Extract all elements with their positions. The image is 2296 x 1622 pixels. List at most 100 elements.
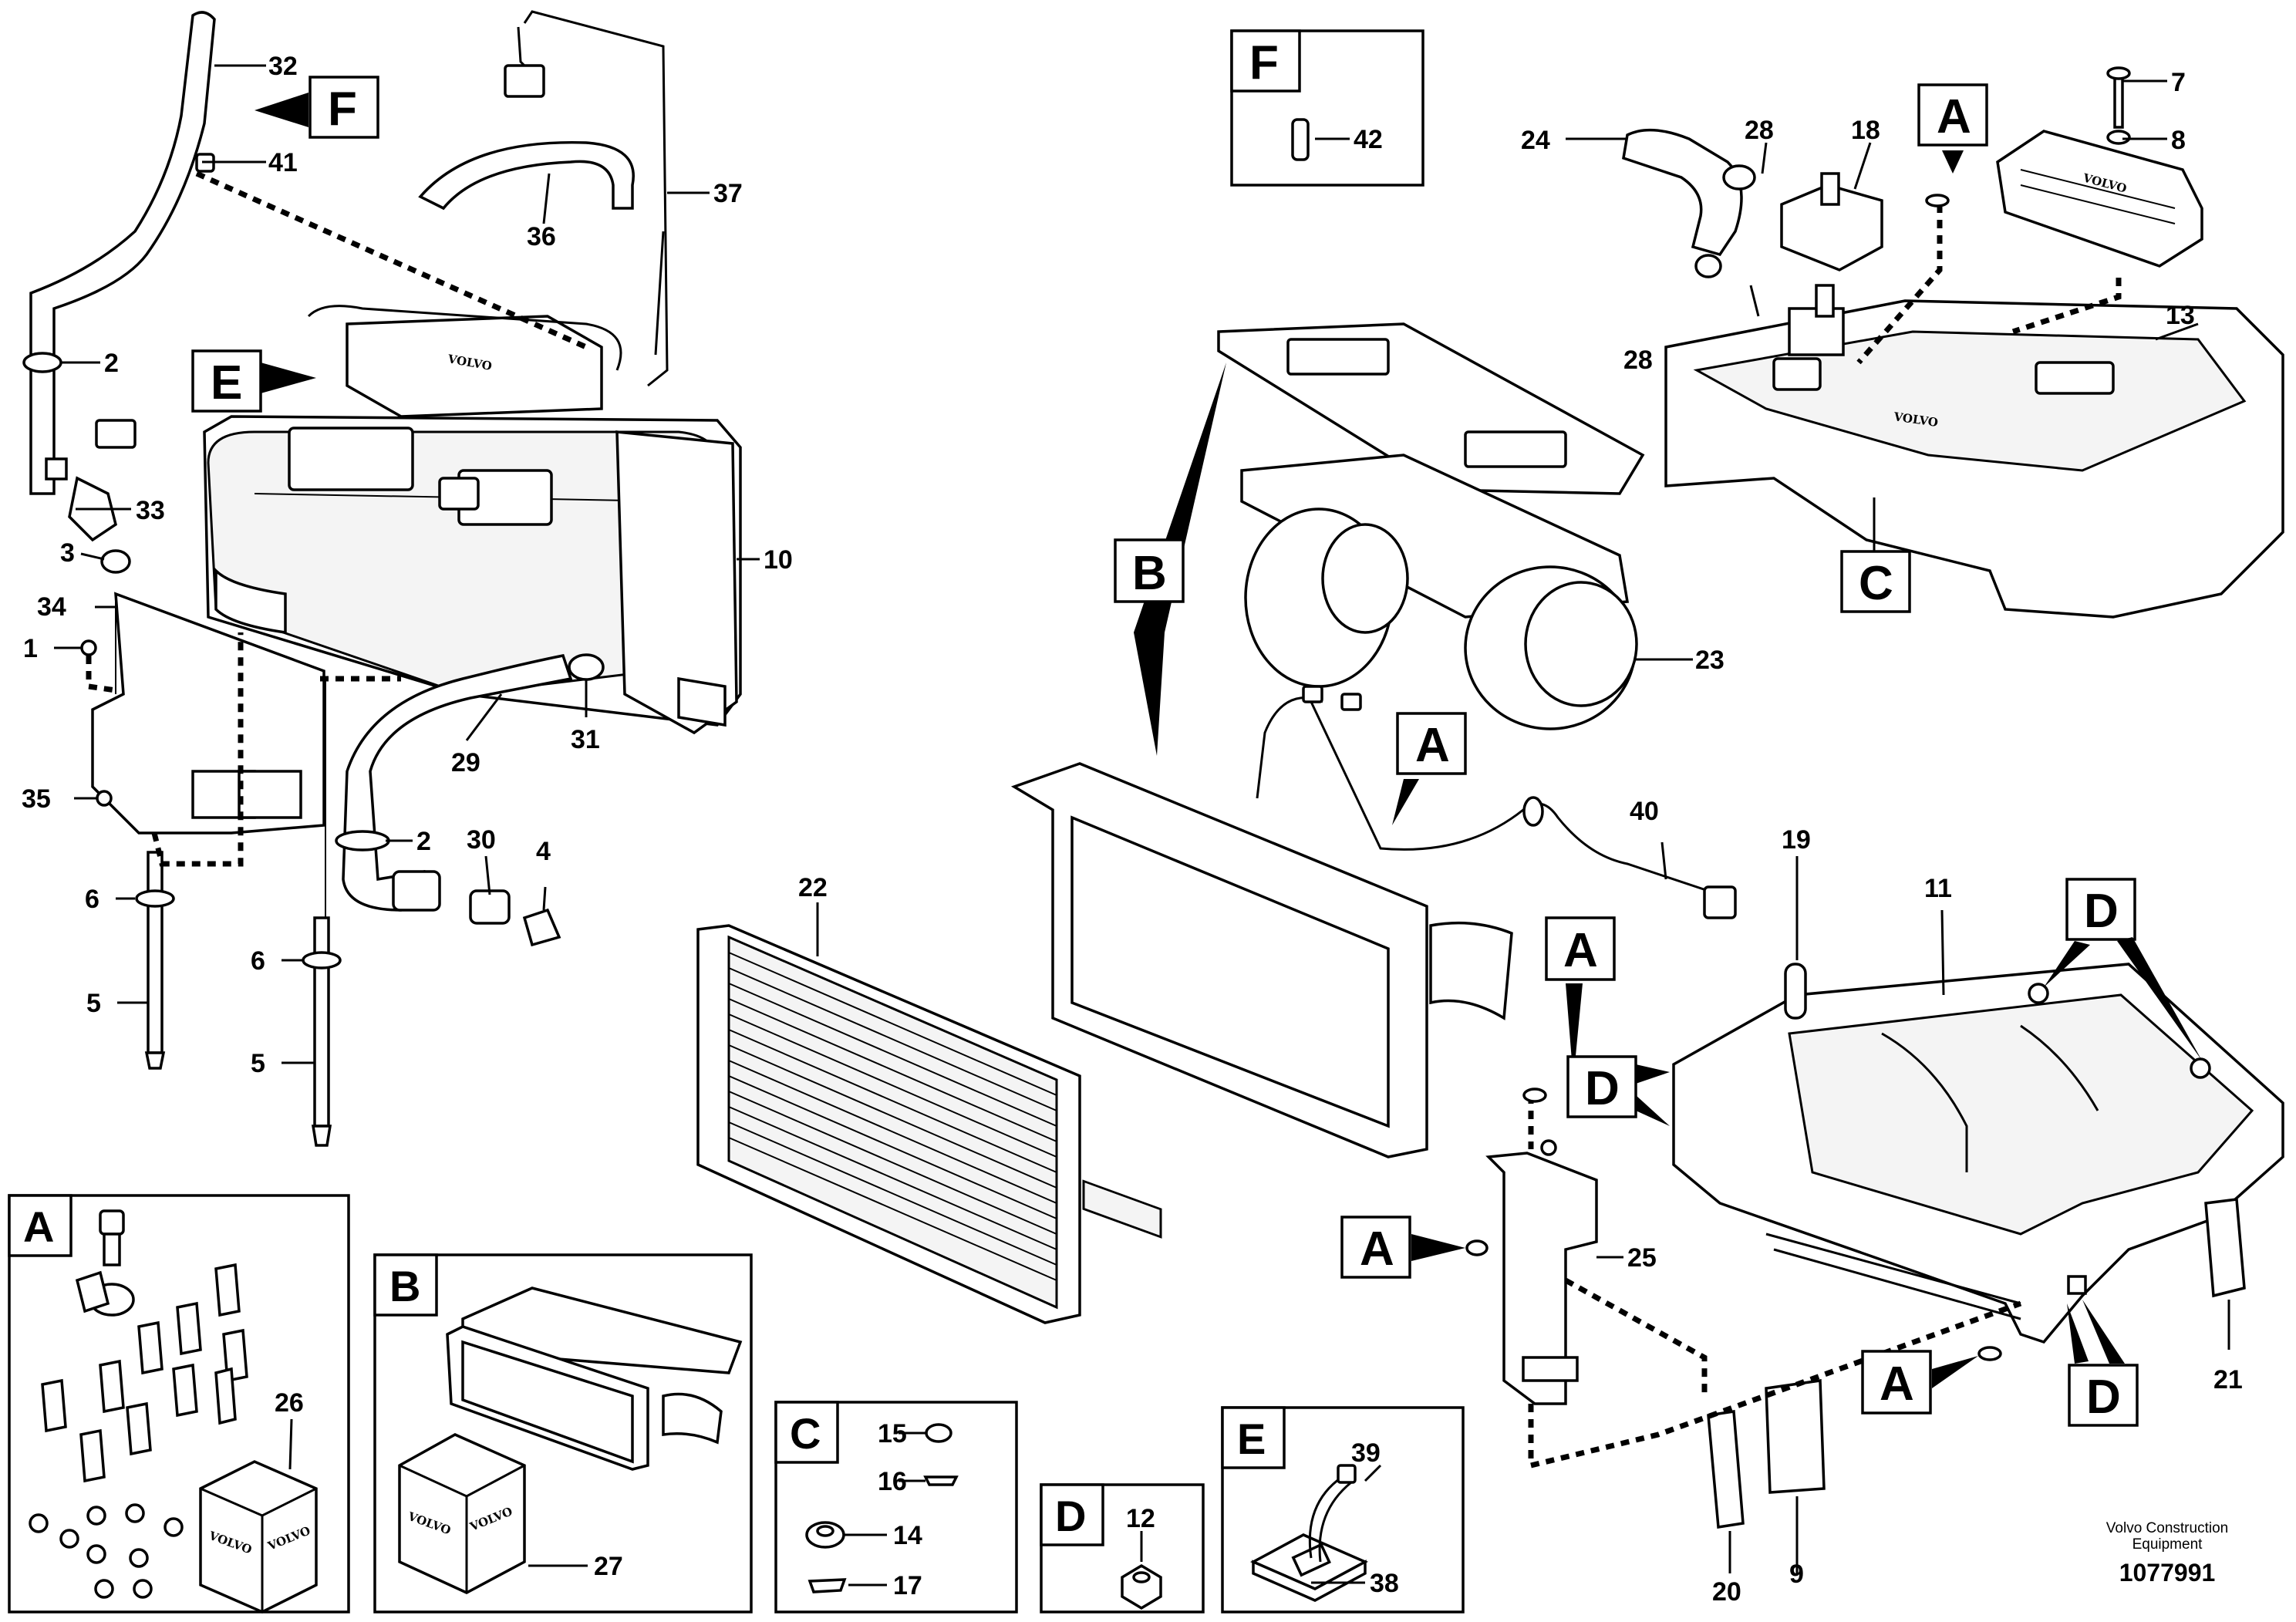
blower-23 — [1240, 454, 1638, 730]
callout-25: 25 — [1627, 1243, 1657, 1273]
ref-letter-a-bottom: A — [1880, 1357, 1914, 1411]
callout-2-bottom: 2 — [416, 827, 431, 856]
filter-cover-b — [1217, 322, 1645, 495]
callout-32: 32 — [268, 52, 298, 81]
ref-letter-a-top: A — [1937, 90, 1971, 143]
dash-line-a-top — [1856, 204, 1943, 365]
ref-box-a-right-lower: A — [1340, 1216, 1465, 1279]
leader-lines-right — [1596, 856, 2230, 1573]
screw-35 — [96, 790, 113, 807]
bracket-34 — [91, 592, 325, 835]
ref-box-a-right-upper: A — [1545, 916, 1616, 1080]
callout-34: 34 — [37, 592, 66, 622]
harness-40 — [1256, 685, 1737, 919]
mount-studs — [135, 679, 342, 1147]
ref-box-d-bottom: D — [2067, 1300, 2139, 1427]
radiator-22 — [696, 924, 1081, 1324]
ref-letter-e: E — [211, 356, 242, 410]
callout-40: 40 — [1630, 797, 1659, 826]
kit-letter-c: C — [790, 1409, 821, 1458]
callout-5-left: 5 — [86, 989, 101, 1018]
parts-19-20-9-21 — [1707, 963, 2246, 1529]
callout-22: 22 — [798, 873, 828, 902]
callout-26: 26 — [275, 1388, 304, 1418]
callout-7: 7 — [2171, 68, 2186, 97]
callout-16: 16 — [878, 1467, 907, 1496]
ref-letter-d-top: D — [2084, 885, 2119, 938]
screw-1 — [80, 639, 97, 656]
ref-letter-a-right-lower: A — [1360, 1222, 1394, 1276]
hose-36-and-harness-37 — [418, 10, 669, 387]
connector-e — [95, 419, 137, 449]
callout-41: 41 — [268, 148, 298, 177]
callout-5-right: 5 — [251, 1049, 265, 1078]
callout-24: 24 — [1521, 126, 1550, 155]
ref-box-f-left: F — [255, 76, 379, 139]
ref-letter-f-left: F — [328, 83, 357, 136]
control-module-7-8: VOLVO — [1996, 66, 2203, 268]
ref-letter-d-bottom: D — [2086, 1371, 2121, 1424]
footer-drawing-id: 1077991 — [2119, 1559, 2216, 1587]
callout-36: 36 — [527, 222, 556, 251]
callout-4: 4 — [536, 837, 551, 866]
callout-21: 21 — [2213, 1365, 2243, 1394]
kit-letter-b: B — [389, 1262, 420, 1310]
callout-11: 11 — [1924, 874, 1952, 903]
dash-line-1 — [86, 656, 116, 693]
dash-line-25 — [1564, 1277, 1708, 1396]
callout-2-top: 2 — [104, 349, 119, 378]
volvo-kit-cube-26: VOLVO VOLVO — [199, 1460, 318, 1614]
kit-box-c: C 15 16 14 17 — [774, 1401, 1018, 1614]
hose-32 — [22, 11, 216, 574]
ref-box-a-top: A — [1917, 83, 1988, 207]
callout-37: 37 — [713, 179, 743, 208]
leader-lines-left — [54, 64, 760, 1064]
ref-box-f-top: F 42 — [1230, 29, 1424, 187]
screws-right — [1465, 1088, 2002, 1361]
ref-letter-a-center: A — [1415, 719, 1450, 772]
kit-box-b: B VOLVO VOLVO 27 — [373, 1253, 753, 1614]
bracket-25 — [1485, 1139, 1598, 1405]
callout-28-top: 28 — [1745, 116, 1774, 145]
heater-unit-assembly: VOLVO — [203, 305, 742, 735]
ref-box-d-left: D — [1566, 1055, 1670, 1126]
callout-20: 20 — [1712, 1577, 1741, 1607]
callout-3: 3 — [60, 538, 75, 568]
volvo-kit-cube-27: VOLVO VOLVO — [398, 1433, 526, 1594]
callout-10: 10 — [764, 545, 793, 575]
callout-9: 9 — [1789, 1560, 1804, 1589]
ref-letter-f-top: F — [1249, 36, 1279, 89]
valve-18-and-hose-24 — [1622, 128, 1883, 356]
callout-14: 14 — [893, 1521, 922, 1550]
ref-letter-d-left: D — [1585, 1062, 1620, 1115]
housing-11 — [1672, 963, 2284, 1344]
footer-brand-line2: Equipment — [2132, 1536, 2203, 1553]
callout-23: 23 — [1695, 646, 1725, 675]
footer-brand-line1: Volvo Construction — [2106, 1520, 2228, 1536]
dash-line-41 — [195, 170, 588, 350]
kit-box-d: D 12 — [1040, 1483, 1205, 1614]
kit-box-a: A — [8, 1194, 350, 1614]
callout-38: 38 — [1370, 1569, 1399, 1598]
ref-letter-a-right-upper: A — [1563, 924, 1598, 977]
callout-12: 12 — [1126, 1504, 1155, 1533]
callout-15: 15 — [878, 1419, 907, 1448]
callout-42: 42 — [1354, 125, 1383, 154]
callout-29: 29 — [451, 748, 480, 777]
dash-line-9 — [1528, 1300, 2022, 1469]
clips-and-screws — [29, 1209, 248, 1599]
ref-box-e: E — [191, 349, 316, 413]
kit-letter-d: D — [1055, 1492, 1086, 1540]
kit-letter-a: A — [23, 1202, 54, 1251]
ref-box-a-center: A — [1392, 712, 1467, 825]
callout-28-bottom: 28 — [1623, 346, 1653, 375]
callout-31: 31 — [571, 725, 600, 754]
callout-13: 13 — [2166, 301, 2195, 330]
ref-box-c-right: C — [1840, 497, 1911, 613]
ref-box-a-bottom: A — [1861, 1350, 1978, 1415]
callout-8: 8 — [2171, 126, 2186, 155]
dash-line-5 — [151, 632, 244, 867]
kit-letter-e: E — [1237, 1415, 1266, 1463]
callout-30: 30 — [467, 825, 496, 855]
